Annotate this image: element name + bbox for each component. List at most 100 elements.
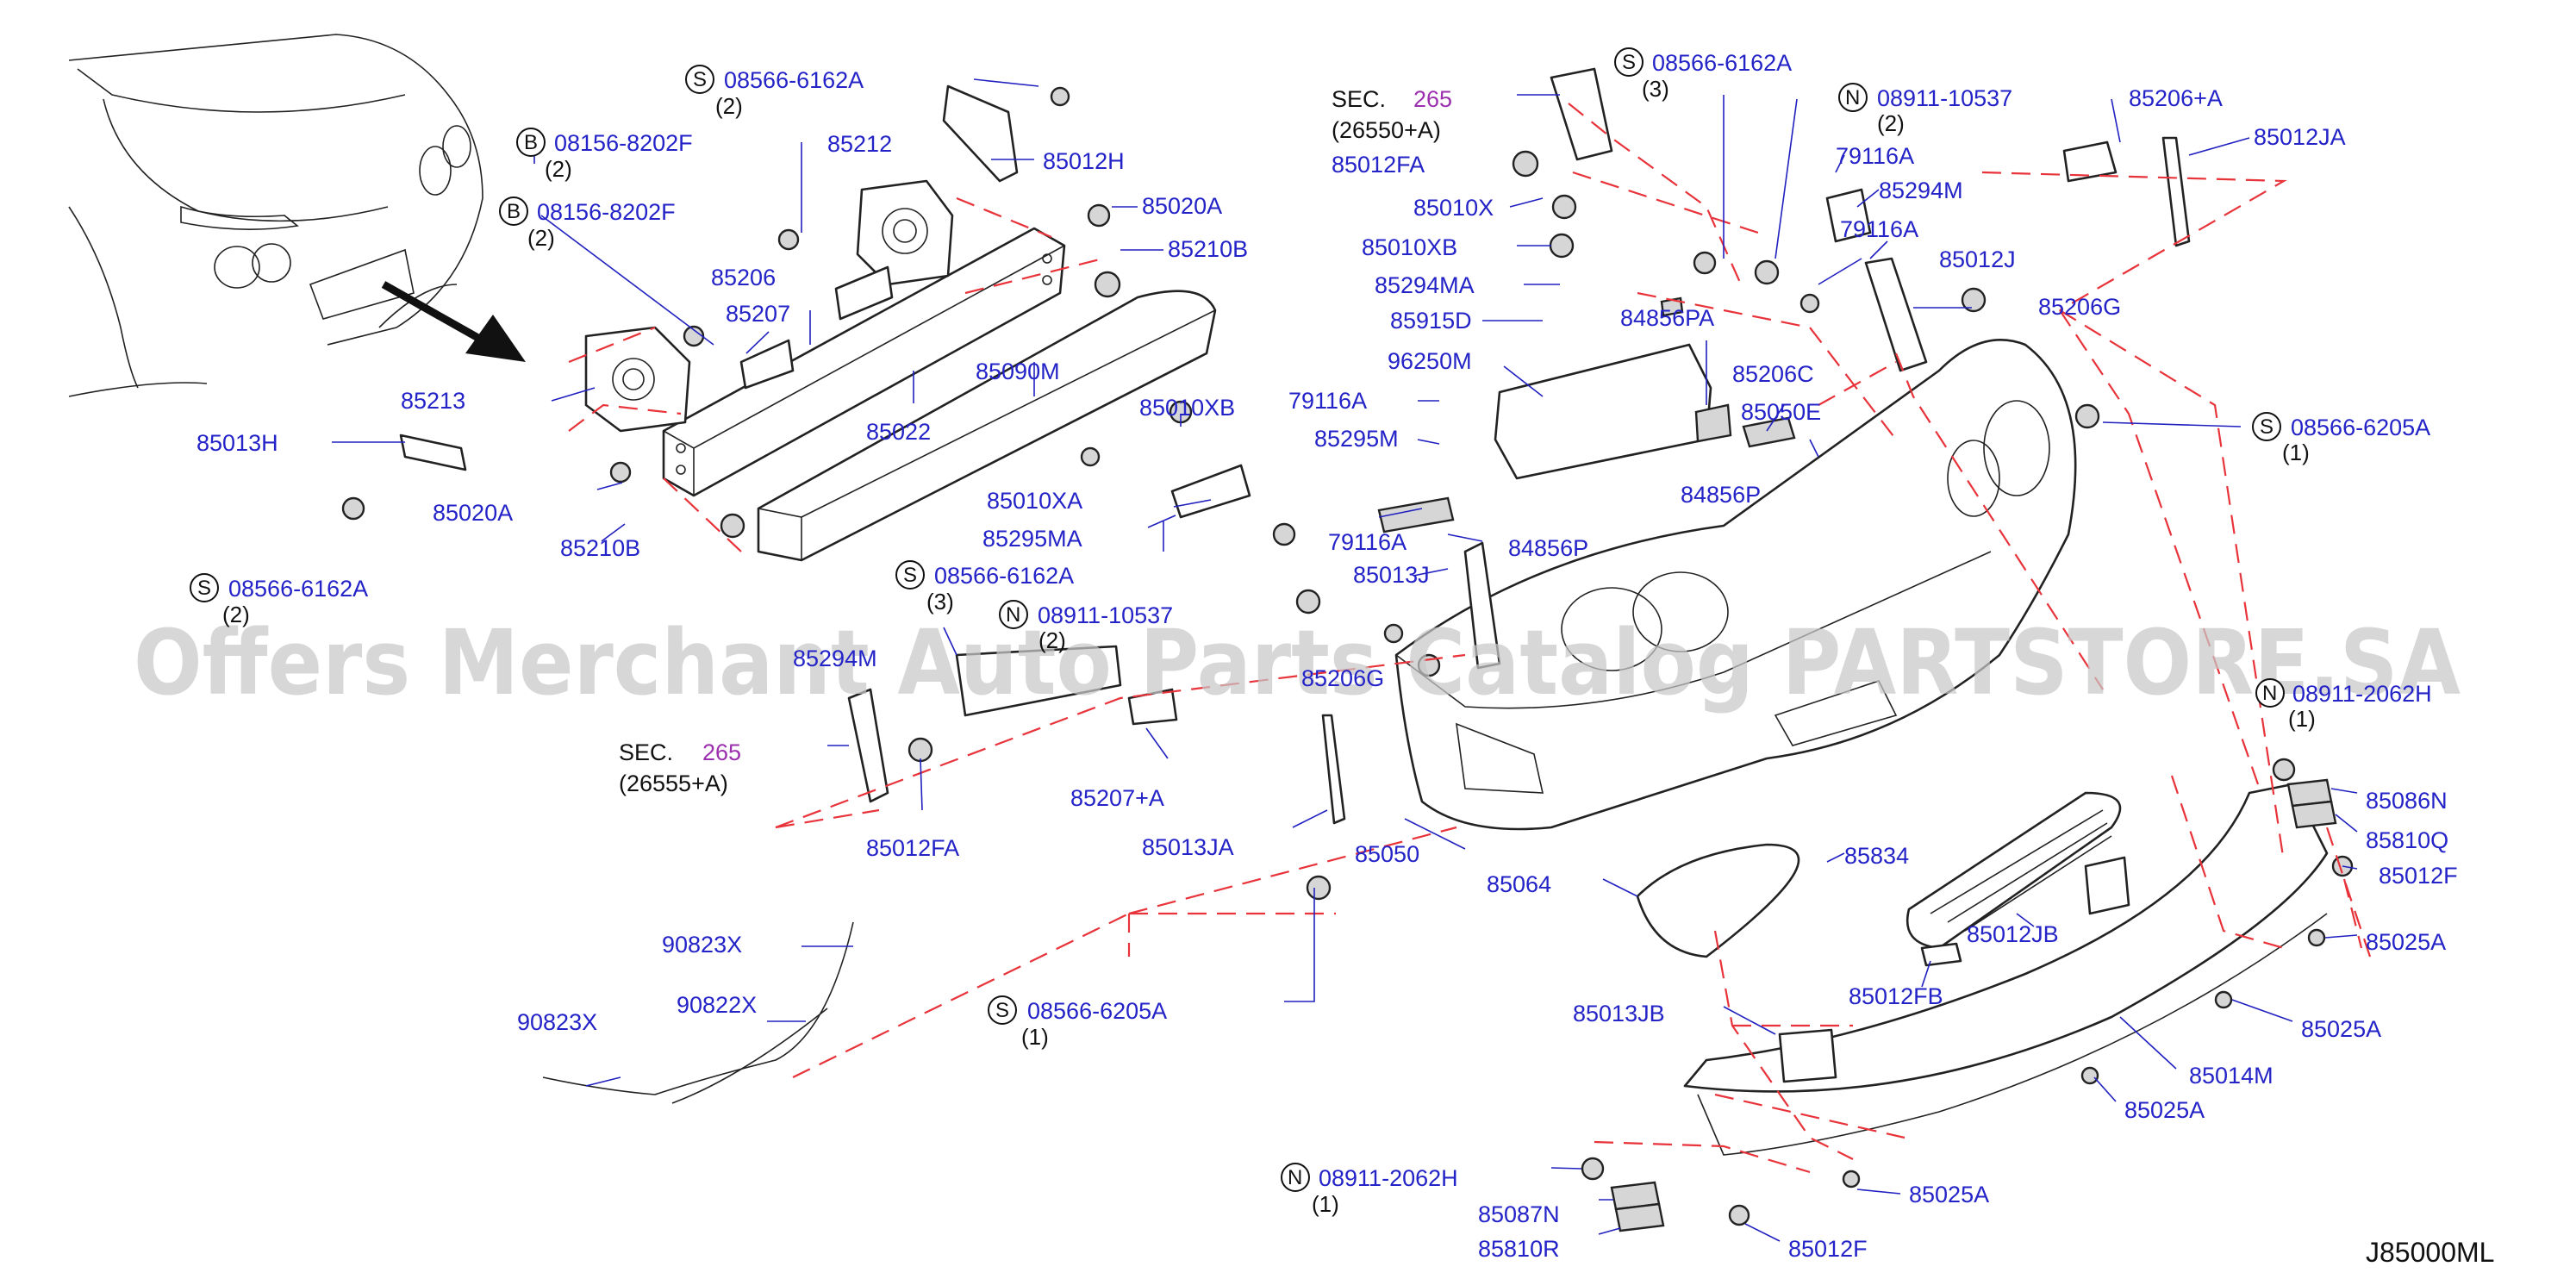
part-label-85012F[interactable]: 85012F <box>2379 863 2458 889</box>
part-label-85010XA[interactable]: 85010XA <box>987 488 1082 514</box>
part-label-96250M[interactable]: 96250M <box>1388 348 1472 374</box>
part-label-08156-8202F[interactable]: 08156-8202F <box>554 130 693 156</box>
part-label-84856P[interactable]: 84856P <box>1681 482 1761 508</box>
part-label-79116A[interactable]: 79116A <box>1328 529 1407 555</box>
part-label-85025A[interactable]: 85025A <box>1909 1182 1989 1207</box>
bolt-symbol-n: N <box>1288 1166 1302 1189</box>
part-label-90822X[interactable]: 90822X <box>677 992 757 1018</box>
lower-diffuser <box>1581 758 2354 1232</box>
part-label-08566-6162A[interactable]: 08566-6162A <box>934 563 1074 589</box>
part-label-08911-2062H[interactable]: 08911-2062H <box>2292 681 2432 707</box>
part-label-85010XB[interactable]: 85010XB <box>1362 234 1457 260</box>
part-label-85206C[interactable]: 85206C <box>1732 361 1814 387</box>
quantity-label: (2) <box>222 602 250 627</box>
part-label-85012FA[interactable]: 85012FA <box>1332 152 1425 178</box>
part-label-85810R[interactable]: 85810R <box>1478 1236 1560 1262</box>
part-label-85294M[interactable]: 85294M <box>1879 178 1963 203</box>
part-label-85025A[interactable]: 85025A <box>2124 1097 2205 1123</box>
part-label-85012FB[interactable]: 85012FB <box>1849 983 1943 1009</box>
part-label-85012J[interactable]: 85012J <box>1939 246 2016 272</box>
part-label-85020A[interactable]: 85020A <box>1142 193 1222 219</box>
part-label-85014M[interactable]: 85014M <box>2189 1063 2273 1089</box>
quantity-label: (3) <box>926 589 954 615</box>
part-label-85207+A[interactable]: 85207+A <box>1070 785 1164 811</box>
part-label-08911-2062H[interactable]: 08911-2062H <box>1319 1165 1458 1191</box>
bumper-fascia <box>1295 67 2191 901</box>
part-label-90823X[interactable]: 90823X <box>662 932 742 958</box>
part-label-85834[interactable]: 85834 <box>1844 843 1909 869</box>
quantity-label: (2) <box>715 93 743 119</box>
part-label-84856PA[interactable]: 84856PA <box>1620 305 1714 331</box>
part-label-85012F[interactable]: 85012F <box>1788 1236 1868 1262</box>
part-label-08566-6162A[interactable]: 08566-6162A <box>724 67 864 93</box>
assembly-lines <box>568 103 2372 1174</box>
part-label-08911-10537[interactable]: 08911-10537 <box>1877 85 2012 111</box>
watermark: Offers Merchant Auto Parts Catalog PARTS… <box>134 610 2461 715</box>
part-label-08566-6162A[interactable]: 08566-6162A <box>228 576 368 602</box>
part-label-84856P[interactable]: 84856P <box>1508 535 1588 561</box>
quantity-label: (2) <box>527 225 555 251</box>
part-label-85025A[interactable]: 85025A <box>2366 929 2446 955</box>
reinforcement-parts <box>341 84 1296 562</box>
part-label-85915D[interactable]: 85915D <box>1390 308 1472 334</box>
part-label-85012FA[interactable]: 85012FA <box>866 835 959 861</box>
section-number[interactable]: 265 <box>1413 86 1452 112</box>
part-label-85207[interactable]: 85207 <box>726 301 790 327</box>
part-label-85020A[interactable]: 85020A <box>433 500 513 526</box>
part-label-08566-6205A[interactable]: 08566-6205A <box>2291 415 2430 440</box>
part-label-85050[interactable]: 85050 <box>1355 841 1419 867</box>
part-label-79116A[interactable]: 79116A <box>1288 388 1367 414</box>
bolt-symbol-s: S <box>903 564 917 587</box>
quantity-label: (3) <box>1642 76 1669 102</box>
part-label-85206G[interactable]: 85206G <box>2038 294 2121 320</box>
part-label-85013J[interactable]: 85013J <box>1353 562 1430 588</box>
part-label-90823X[interactable]: 90823X <box>517 1009 597 1035</box>
car-rear-outline <box>68 34 483 397</box>
quantity-label: (1) <box>1021 1024 1049 1050</box>
label-group-left: S 08566-6162A (2) B 08156-8202F (2) B 08… <box>190 65 1551 1050</box>
part-label-85010X[interactable]: 85010X <box>1413 195 1494 221</box>
part-label-85022[interactable]: 85022 <box>866 419 931 445</box>
part-label-85064[interactable]: 85064 <box>1487 871 1551 897</box>
part-label-79116A[interactable]: 79116A <box>1840 216 1918 242</box>
bolt-symbol-s: S <box>197 577 211 600</box>
part-label-85013H[interactable]: 85013H <box>196 430 278 456</box>
left-side-brackets <box>542 645 1178 1104</box>
section-number[interactable]: 265 <box>702 739 741 765</box>
label-group-center: SEC. 265 (26550+A) 85012FA 85010X 85010X… <box>1288 47 2430 691</box>
bolt-symbol-n: N <box>1845 86 1860 109</box>
part-label-85295MA[interactable]: 85295MA <box>982 526 1082 552</box>
part-label-85212[interactable]: 85212 <box>827 131 892 157</box>
part-label-85090M[interactable]: 85090M <box>976 359 1060 384</box>
part-label-85010XB[interactable]: 85010XB <box>1139 395 1235 421</box>
part-label-85213[interactable]: 85213 <box>401 388 465 414</box>
part-label-85210B[interactable]: 85210B <box>560 535 640 561</box>
part-label-85206[interactable]: 85206 <box>711 265 776 290</box>
part-label-85210B[interactable]: 85210B <box>1168 236 1248 262</box>
part-label-85012H[interactable]: 85012H <box>1043 148 1125 174</box>
part-label-85012JA[interactable]: 85012JA <box>2254 124 2346 150</box>
part-label-08156-8202F[interactable]: 08156-8202F <box>537 199 676 225</box>
part-label-85810Q[interactable]: 85810Q <box>2366 827 2448 853</box>
part-label-08911-10537[interactable]: 08911-10537 <box>1038 602 1173 628</box>
bolt-symbol-n: N <box>2262 682 2277 705</box>
part-label-85294M[interactable]: 85294M <box>793 646 877 671</box>
part-label-85086N[interactable]: 85086N <box>2366 788 2448 814</box>
part-label-08566-6162A[interactable]: 08566-6162A <box>1652 50 1792 76</box>
part-label-85087N[interactable]: 85087N <box>1478 1201 1560 1227</box>
section-label: SEC. <box>619 739 673 765</box>
part-label-85206+A[interactable]: 85206+A <box>2129 85 2223 111</box>
quantity-label: (1) <box>1312 1191 1339 1217</box>
bolt-symbol-s: S <box>1622 51 1636 74</box>
part-label-08566-6205A[interactable]: 08566-6205A <box>1027 998 1167 1024</box>
part-label-85013JA[interactable]: 85013JA <box>1142 834 1234 860</box>
part-label-79116A[interactable]: 79116A <box>1836 143 1914 169</box>
part-label-85206G[interactable]: 85206G <box>1301 665 1384 691</box>
part-label-85050E[interactable]: 85050E <box>1741 399 1821 425</box>
part-label-85013JB[interactable]: 85013JB <box>1573 1001 1665 1026</box>
part-label-85025A[interactable]: 85025A <box>2301 1016 2381 1042</box>
part-label-85295M[interactable]: 85295M <box>1314 426 1399 452</box>
part-label-85012JB[interactable]: 85012JB <box>1967 921 2059 947</box>
quantity-label: (2) <box>1877 110 1905 136</box>
part-label-85294MA[interactable]: 85294MA <box>1375 272 1475 298</box>
